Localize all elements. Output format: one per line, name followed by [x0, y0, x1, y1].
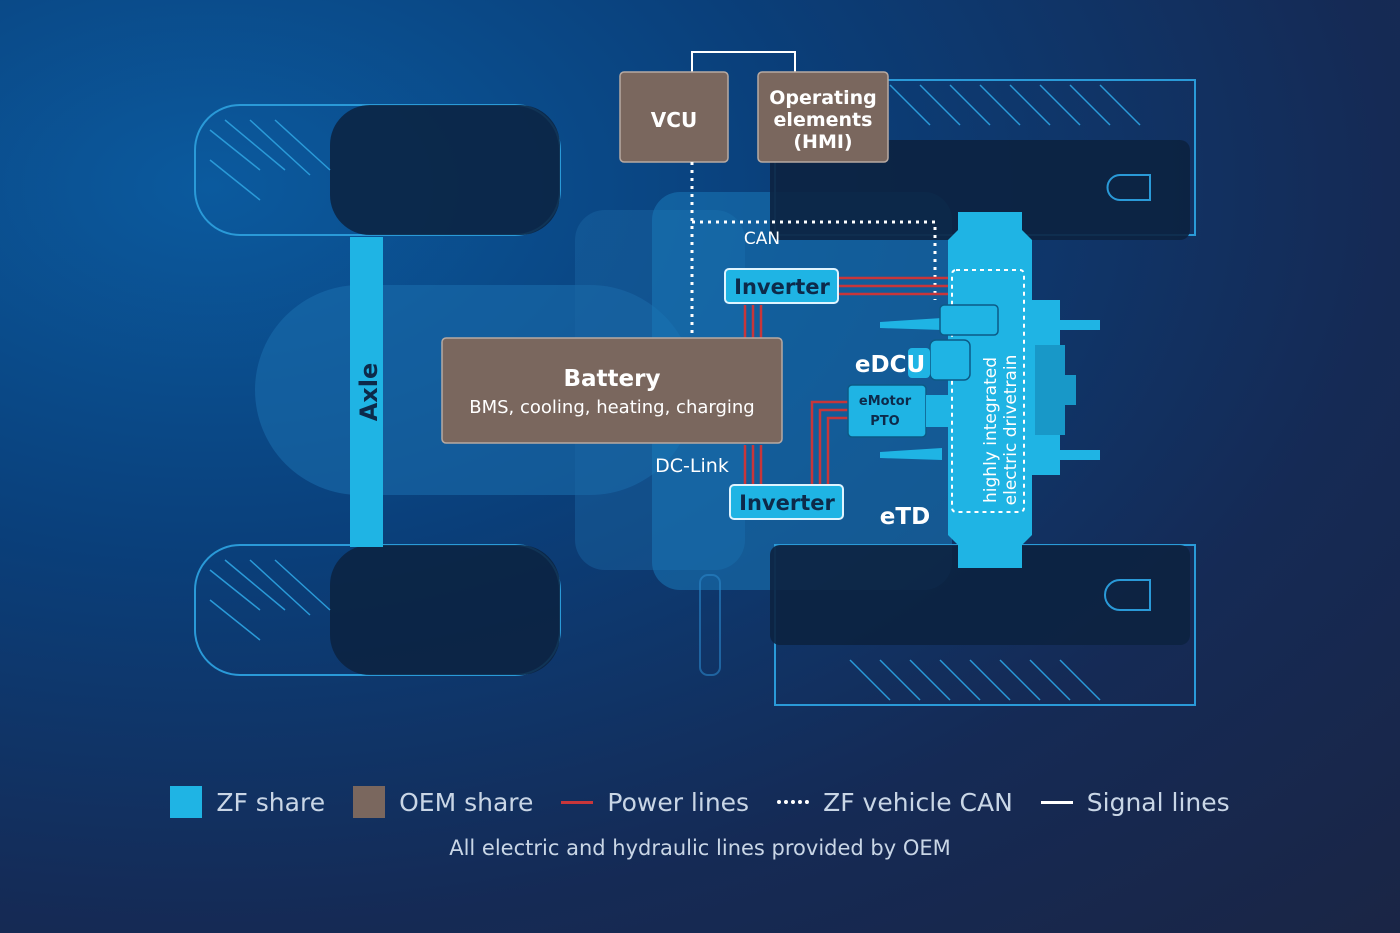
- emotor-label-line1: eMotor: [859, 394, 912, 409]
- emotor-pto-box: eMotor PTO: [847, 384, 948, 460]
- legend-power-lines: Power lines: [561, 788, 749, 817]
- zf-share-swatch: [170, 786, 203, 818]
- inverter-top-label: Inverter: [734, 275, 830, 299]
- electric-drivetrain: highly integrated electric drivetrain: [948, 212, 1100, 568]
- can-lines: CAN: [690, 162, 937, 335]
- legend-signal-lines-label: Signal lines: [1086, 787, 1230, 817]
- legend-power-lines-label: Power lines: [607, 787, 750, 817]
- drivetrain-label-line1: highly integrated: [981, 357, 1001, 503]
- battery-subtitle: BMS, cooling, heating, charging: [469, 397, 754, 418]
- legend-oem-share-label: OEM share: [399, 787, 534, 817]
- legend-signal-lines: Signal lines: [1040, 787, 1230, 817]
- can-label: CAN: [744, 229, 780, 249]
- legend-can-label: ZF vehicle CAN: [823, 787, 1013, 817]
- axle-label: Axle: [355, 363, 383, 422]
- battery-title: Battery: [564, 366, 661, 392]
- hmi-label-line2: elements: [774, 109, 873, 131]
- footnote: All electric and hydraulic lines provide…: [449, 836, 951, 860]
- rear-left-wheel: [770, 79, 1196, 240]
- drivetrain-label-line2: electric drivetrain: [1001, 355, 1021, 506]
- signal-line-swatch: [1040, 800, 1073, 804]
- vcu-label: VCU: [651, 108, 697, 132]
- legend-oem-share: OEM share: [353, 786, 533, 818]
- edcu-unit: eDCU: [855, 304, 999, 381]
- front-right-wheel: [194, 544, 561, 676]
- front-left-wheel: [194, 104, 561, 236]
- vcu-box: VCU: [619, 71, 729, 163]
- oem-share-swatch: [353, 786, 386, 818]
- battery-box: Battery BMS, cooling, heating, charging: [441, 337, 783, 444]
- dc-link-label: DC-Link: [655, 455, 729, 477]
- signal-line: [691, 51, 796, 72]
- axle: Axle: [350, 237, 383, 547]
- emotor-label-line2: PTO: [870, 414, 899, 429]
- legend-zf-share: ZF share: [170, 786, 325, 818]
- can-line-swatch: [777, 800, 810, 804]
- rear-right-wheel: [770, 544, 1196, 706]
- etd-label: eTD: [880, 504, 930, 530]
- hmi-label-line3: (HMI): [793, 131, 852, 153]
- hmi-label-line1: Operating: [769, 87, 877, 109]
- inverter-top-box: Inverter: [724, 268, 839, 304]
- inverter-bottom-box: Inverter: [729, 484, 844, 520]
- hmi-box: Operating elements (HMI): [757, 71, 889, 163]
- power-line-swatch: [561, 800, 594, 804]
- legend: ZF share OEM share Power lines ZF vehicl…: [0, 786, 1400, 818]
- inverter-bottom-label: Inverter: [739, 491, 835, 515]
- legend-zf-vehicle-can: ZF vehicle CAN: [777, 788, 1013, 817]
- legend-zf-share-label: ZF share: [216, 787, 326, 817]
- edcu-label: eDCU: [855, 352, 925, 378]
